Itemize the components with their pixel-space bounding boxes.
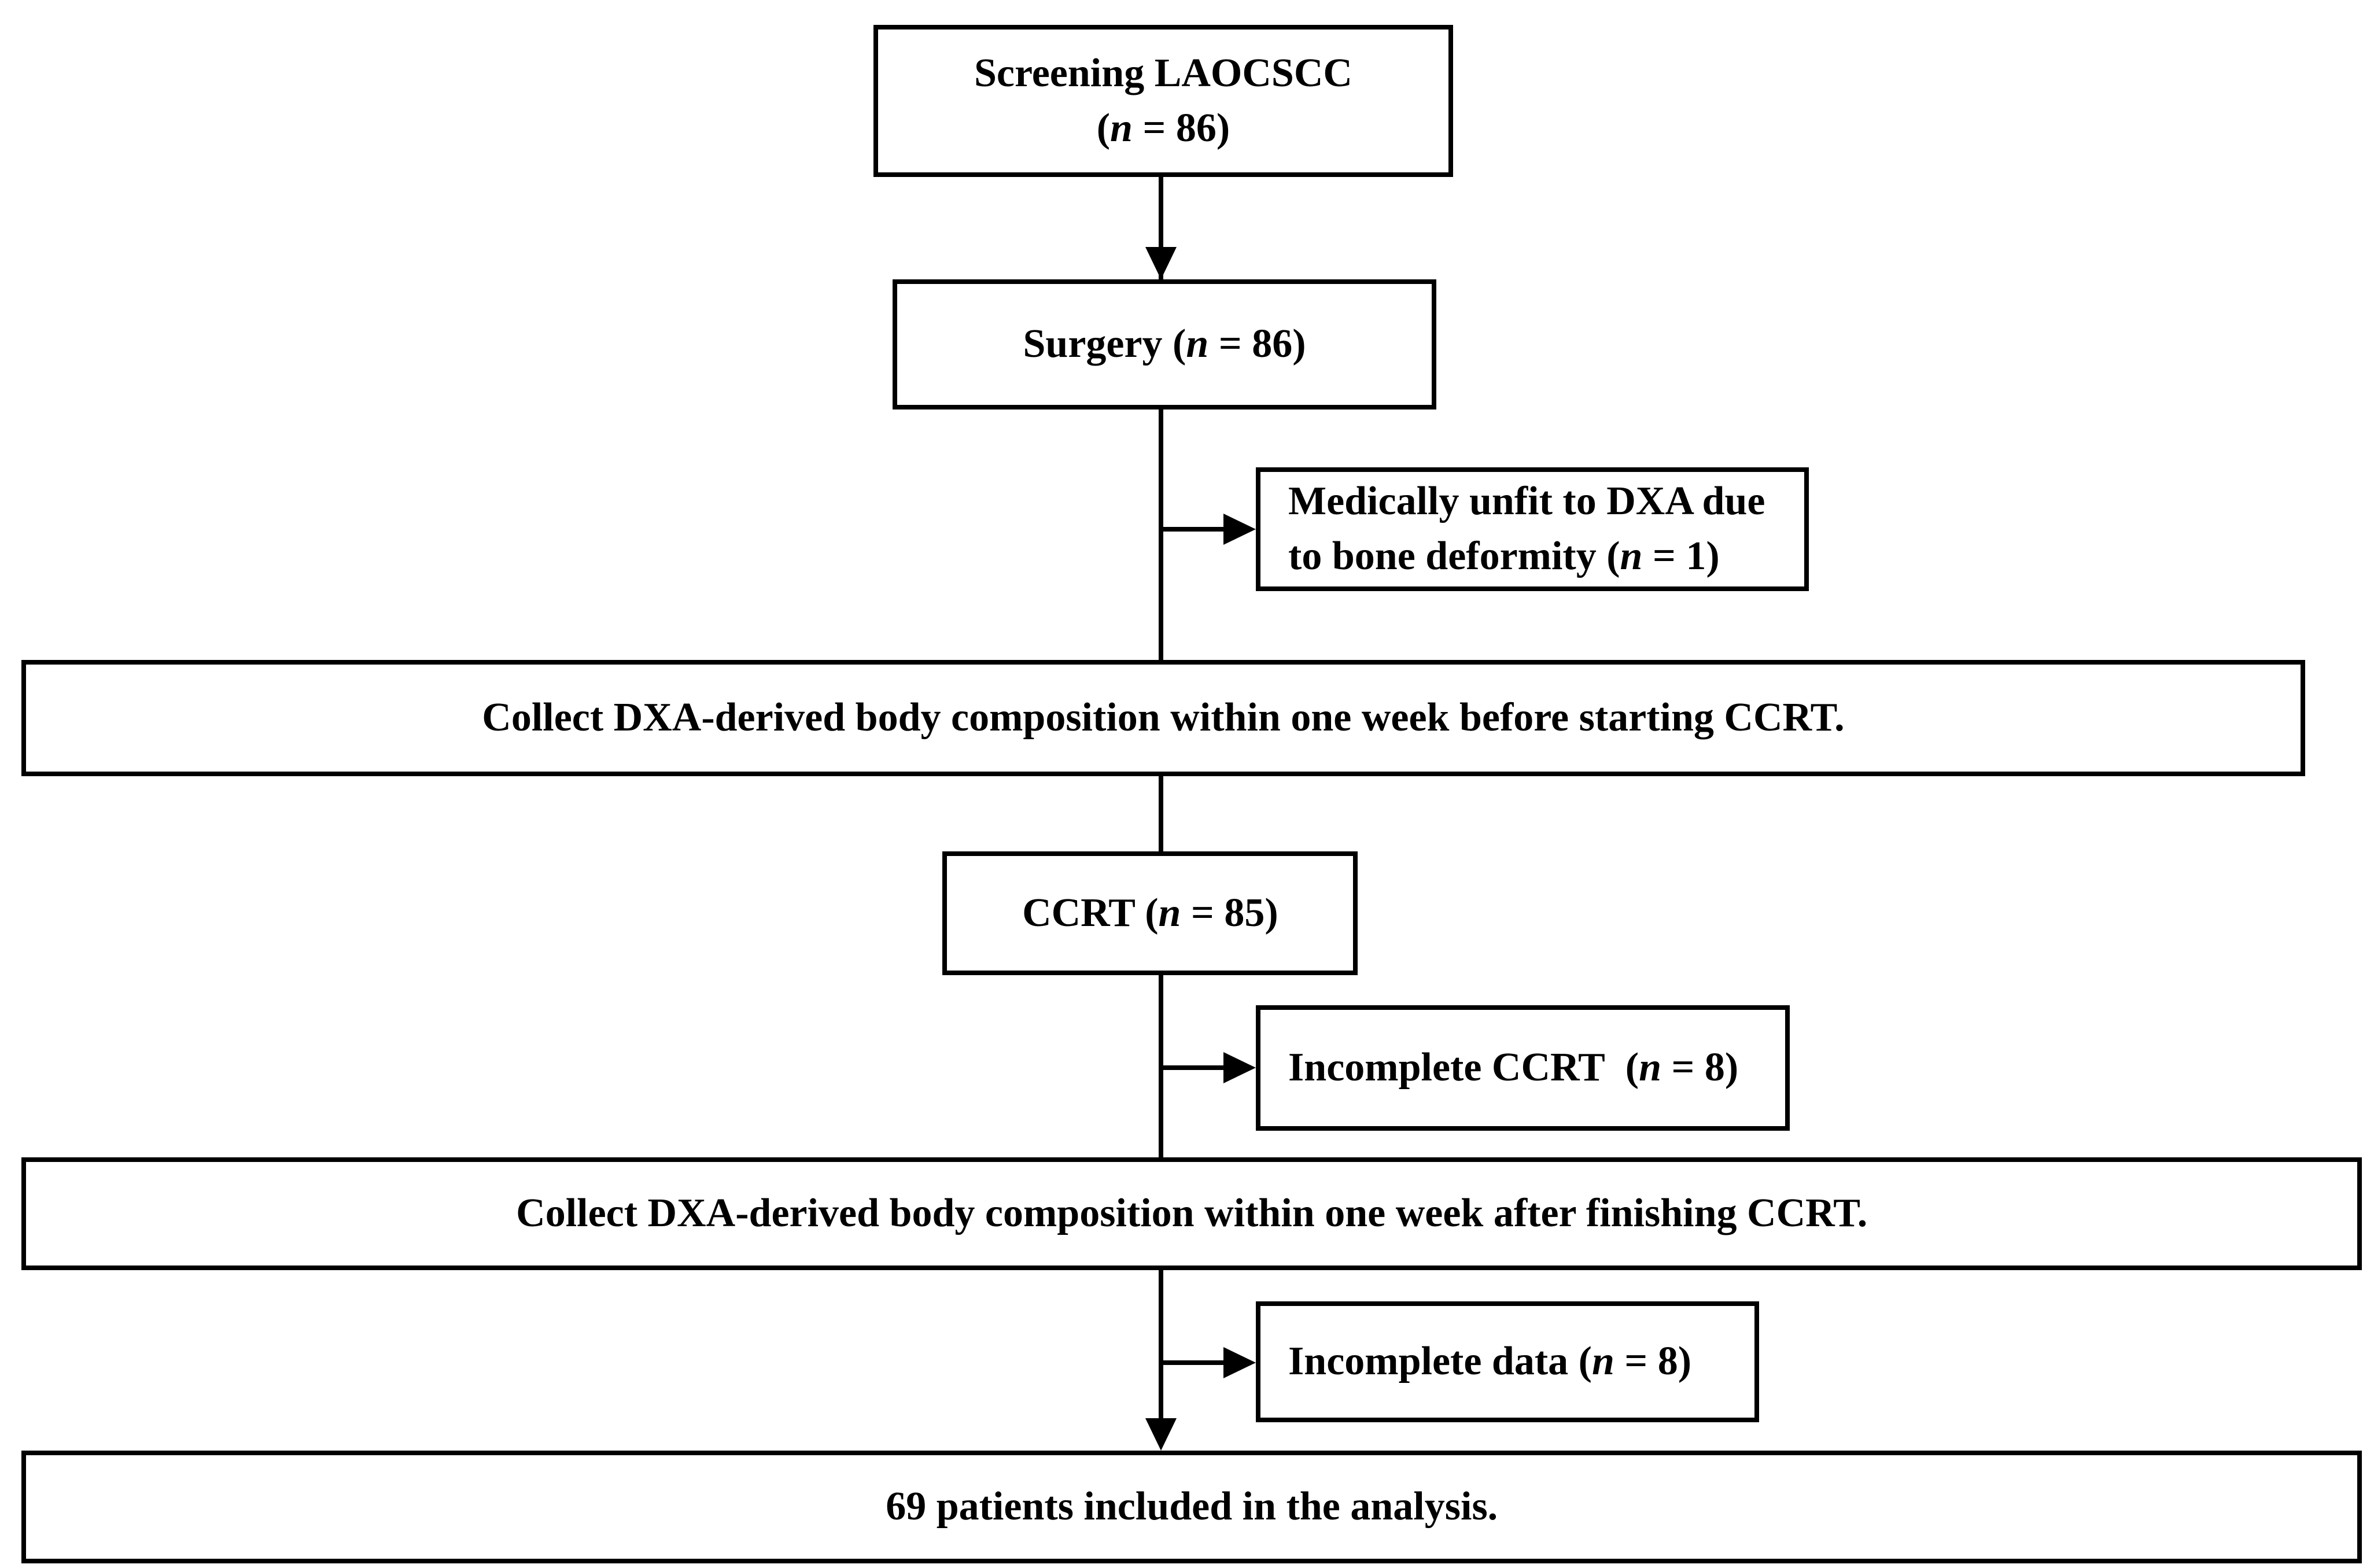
- arrowhead-into-surgery: [1145, 246, 1177, 279]
- box-label: Collect DXA-derived body composition wit…: [516, 1191, 1868, 1236]
- arrowhead-into-medically-unfit: [1223, 513, 1256, 545]
- arrowhead-into-incomplete-ccrt: [1223, 1052, 1256, 1084]
- connector-branch-incomplete-data: [1160, 1360, 1237, 1365]
- flow-box-collect-after: Collect DXA-derived body composition wit…: [21, 1157, 2362, 1270]
- connector-branch-incomplete-ccrt: [1160, 1065, 1237, 1071]
- box-label: Screening LAOCSCC(n = 86): [974, 51, 1352, 150]
- connector-surgery-to-collect-before: [1158, 407, 1163, 662]
- box-label: 69 patients included in the analysis.: [886, 1484, 1498, 1529]
- connector-screening-to-surgery: [1158, 175, 1163, 279]
- flow-box-ccrt: CCRT (n = 85): [942, 851, 1358, 976]
- box-label: Incomplete data (n = 8): [1288, 1339, 1692, 1384]
- connector-collect-after-to-final: [1158, 1268, 1163, 1441]
- flow-box-surgery: Surgery (n = 86): [893, 279, 1436, 409]
- flow-box-screening: Screening LAOCSCC(n = 86): [873, 25, 1453, 178]
- flow-box-incomplete-ccrt: Incomplete CCRT (n = 8): [1256, 1005, 1790, 1131]
- connector-branch-medically-unfit: [1160, 526, 1237, 532]
- flow-box-incomplete-data: Incomplete data (n = 8): [1256, 1301, 1760, 1422]
- arrowhead-into-final: [1145, 1418, 1177, 1451]
- arrowhead-into-incomplete-data: [1223, 1346, 1256, 1378]
- flow-box-collect-before: Collect DXA-derived body composition wit…: [21, 660, 2305, 776]
- flow-box-final-analysis: 69 patients included in the analysis.: [21, 1450, 2362, 1563]
- box-label: Collect DXA-derived body composition wit…: [482, 695, 1845, 740]
- box-label: Incomplete CCRT (n = 8): [1288, 1045, 1739, 1090]
- box-label: CCRT (n = 85): [1022, 890, 1278, 935]
- box-label: Surgery (n = 86): [1023, 321, 1306, 366]
- connector-collect-before-to-ccrt: [1158, 774, 1163, 853]
